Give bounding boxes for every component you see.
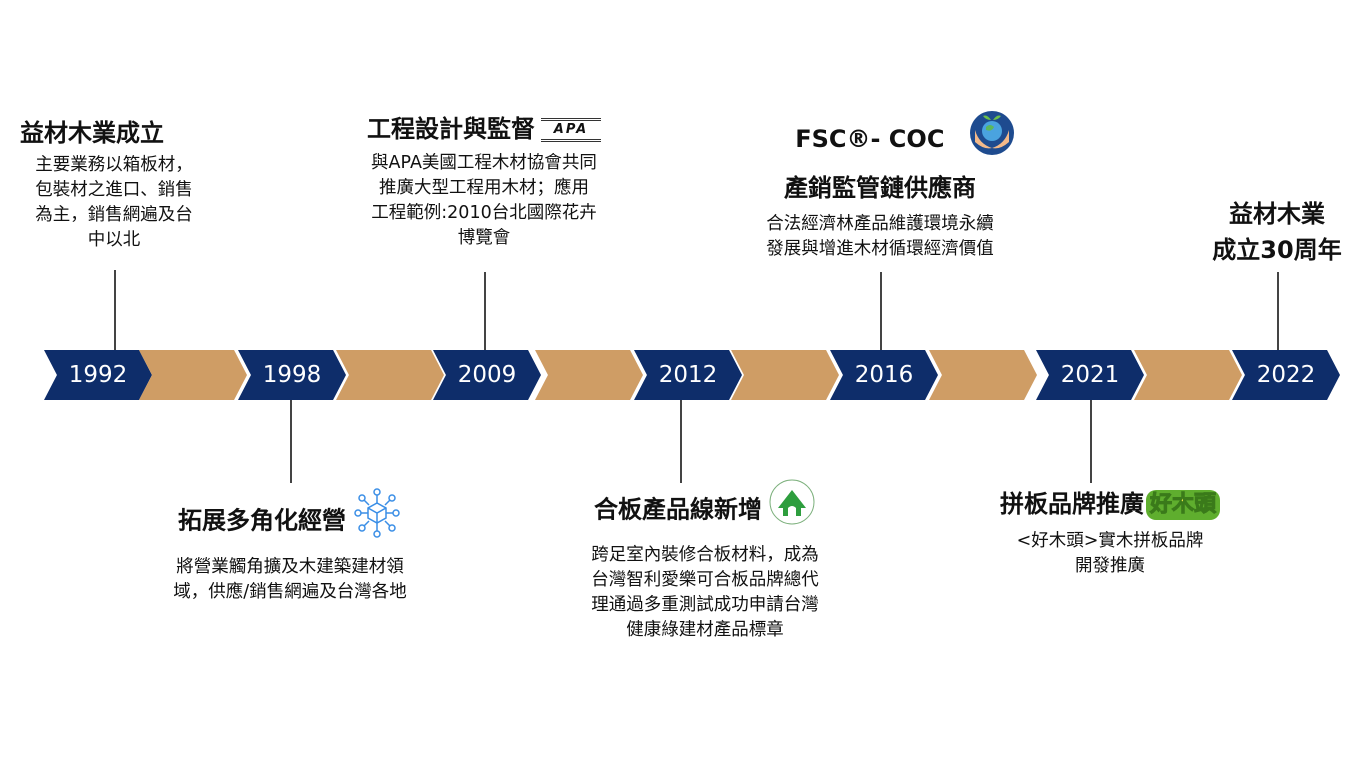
event-2022: 益材木業 成立30周年 [1180, 196, 1366, 268]
event-title: 工程設計與監督 [367, 115, 535, 143]
event-text: 中以北 [87, 230, 141, 250]
event-2016: FSC®- COC 產銷監管鏈供應商 合法經濟林產品維護環境永續 發展與增進木材… [730, 110, 1030, 262]
event-title: 合板產品線新增 [594, 495, 762, 524]
event-2021: 拼板品牌推廣好木頭 <好木頭>實木拼板品牌 開發推廣 [960, 485, 1260, 579]
leader-line [1090, 400, 1092, 483]
green-building-mark-icon [768, 478, 816, 543]
leader-line [1277, 272, 1279, 350]
leader-line [880, 272, 882, 350]
year-label: 2009 [457, 362, 517, 388]
year-chevron-2012: 2012 [634, 350, 742, 400]
year-label: 2016 [854, 362, 914, 388]
event-text: 發展與增進木材循環經濟價值 [766, 239, 994, 259]
year-label: 2012 [658, 362, 718, 388]
event-text: 工程範例:2010台北國際花卉 [371, 203, 597, 223]
event-text: 跨足室內裝修合板材料，成為 [591, 545, 819, 565]
year-chevron-1998: 1998 [238, 350, 346, 400]
event-title: FSC®- COC [795, 125, 945, 153]
year-chevron-2021: 2021 [1036, 350, 1144, 400]
connector-chevron [336, 350, 444, 400]
year-chevron-2016: 2016 [830, 350, 938, 400]
event-text: 為主，銷售網遍及台 [35, 205, 193, 225]
event-title: 拼板品牌推廣 [999, 490, 1144, 518]
event-text: 將營業觸角擴及木建築建材領 [176, 557, 404, 577]
connector-chevron [535, 350, 643, 400]
year-label: 2022 [1256, 362, 1316, 388]
year-chevron-1992: 1992 [44, 350, 152, 400]
event-text: 台灣智利愛樂可合板品牌總代 [591, 570, 819, 590]
event-2012: 合板產品線新增 跨足室內裝修合板材料，成為 台灣智利愛樂可合板品牌總代 理通過多… [550, 478, 860, 643]
event-1998: 拓展多角化經營 將營業觸角擴及木建築建材領 域，供應/銷售網遍及台灣各地 [140, 488, 440, 605]
leader-line [114, 270, 116, 350]
year-chevron-2022: 2022 [1232, 350, 1340, 400]
year-label: 2021 [1060, 362, 1120, 388]
brand-logo: 好木頭 [1145, 490, 1220, 520]
connector-chevron [1134, 350, 1242, 400]
event-text: 開發推廣 [1075, 556, 1145, 576]
connector-chevron [139, 350, 247, 400]
event-title: 拓展多角化經營 [178, 506, 346, 535]
event-title: 成立30周年 [1212, 236, 1342, 264]
event-text: 理通過多重測試成功申請台灣 [591, 595, 819, 615]
event-text: 合法經濟林產品維護環境永續 [766, 214, 994, 234]
leader-line [484, 272, 486, 350]
event-text: <好木頭>實木拼板品牌 [1016, 531, 1204, 551]
leader-line [290, 400, 292, 483]
year-label: 1992 [68, 362, 128, 388]
event-1992: 益材木業成立 主要業務以箱板材， 包裝材之進口、銷售 為主，銷售網遍及台 中以北 [14, 117, 214, 253]
event-text: 推廣大型工程用木材；應用 [379, 178, 589, 198]
year-chevron-2009: 2009 [433, 350, 541, 400]
network-cube-icon [352, 488, 402, 555]
event-text: 包裝材之進口、銷售 [35, 180, 193, 200]
event-title: 益材木業成立 [20, 119, 164, 147]
event-title: 益材木業 [1229, 200, 1325, 228]
apa-logo: APA [541, 118, 601, 142]
connector-chevron [731, 350, 839, 400]
year-label: 1998 [262, 362, 322, 388]
event-text: 域，供應/銷售網遍及台灣各地 [173, 582, 407, 602]
event-text: 與APA美國工程木材協會共同 [371, 153, 597, 173]
leader-line [680, 400, 682, 483]
earth-hands-icon [969, 110, 1015, 170]
event-text: 健康綠建材產品標章 [626, 620, 784, 640]
event-text: 博覽會 [457, 228, 511, 248]
event-subtitle: 產銷監管鏈供應商 [784, 174, 976, 202]
event-text: 主要業務以箱板材， [35, 155, 193, 175]
connector-chevron [929, 350, 1037, 400]
